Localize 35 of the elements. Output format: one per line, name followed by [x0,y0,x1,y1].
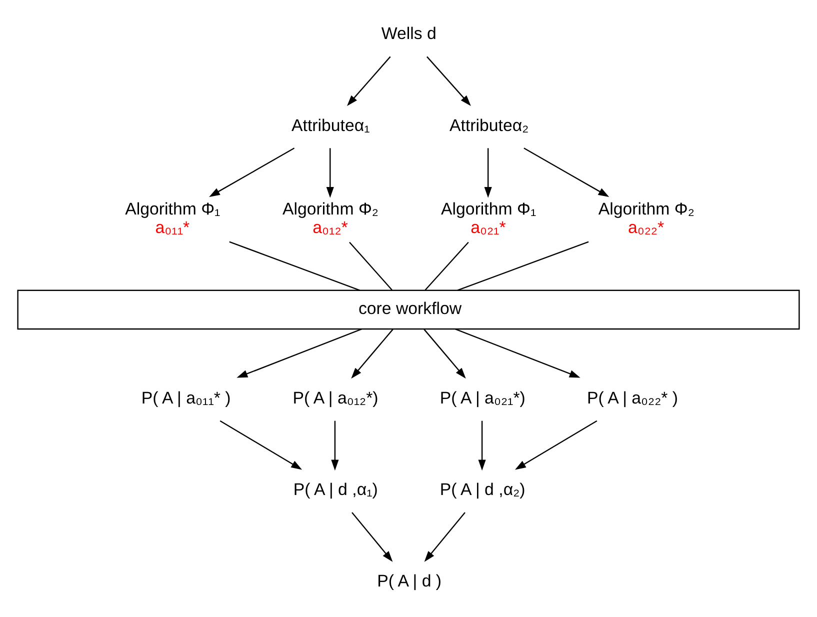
node-text: Algorithm Φ₂ a₀₁₂* [282,200,378,237]
arrow [424,512,466,562]
node-text: P( A | a₀₁₁* ) [141,388,231,408]
arrow [524,148,610,197]
connector [229,241,360,291]
arrow [424,328,466,379]
node-text: P( A | d ,α₁) [293,480,378,500]
node-text: P( A | a₀₂₁*) [440,388,526,408]
arrow [220,420,302,470]
node-text: Algorithm Φ₁ a₀₂₁* [441,200,536,237]
node-text: P( A | d ) [377,572,442,591]
node-text: Attributeα₂ [449,116,529,135]
arrow [331,420,339,471]
arrow [426,56,471,106]
arrow [352,512,393,562]
arrow [326,148,334,198]
arrow [514,420,598,470]
arrow [455,328,580,378]
arrow [478,420,486,471]
connector [349,242,392,290]
node-text: Algorithm Φ₂ a₀₂₂* [598,200,694,237]
connector [457,241,589,291]
node-text: P( A | a₀₂₂* ) [586,388,678,408]
node-box: core workflow [17,290,800,330]
node-text: Wells d [381,24,436,44]
node-text: Algorithm Φ₁ a₀₁₁* [125,200,220,237]
node-text: P( A | a₀₁₂*) [292,388,378,408]
connector [424,242,469,290]
arrow [484,148,492,198]
node-text: Attributeα₁ [292,116,370,135]
node-text: P( A | d ,α₂) [440,480,526,500]
arrow [209,148,295,197]
arrow [351,328,394,379]
arrow [236,328,362,378]
arrow [347,56,391,106]
